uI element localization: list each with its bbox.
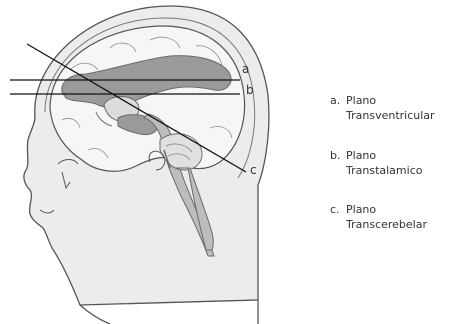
legend-sublabel-b: Transtalamico (330, 163, 422, 178)
legend-item-a: a.Plano Transventricular (330, 93, 435, 123)
plane-label-a: a (242, 62, 249, 76)
legend-item-c: c.Plano Transcerebelar (330, 202, 427, 232)
plane-label-b: b (246, 83, 254, 97)
legend-sublabel-a: Transventricular (330, 108, 435, 123)
legend-key-c: c. (330, 202, 346, 217)
legend-key-b: b. (330, 148, 346, 163)
legend-label-a: Plano (346, 93, 376, 108)
legend-key-a: a. (330, 93, 346, 108)
legend-label-c: Plano (346, 202, 376, 217)
legend-sublabel-c: Transcerebelar (330, 217, 427, 232)
plane-label-c: c (250, 163, 257, 177)
legend-item-b: b.Plano Transtalamico (330, 148, 422, 178)
legend-label-b: Plano (346, 148, 376, 163)
